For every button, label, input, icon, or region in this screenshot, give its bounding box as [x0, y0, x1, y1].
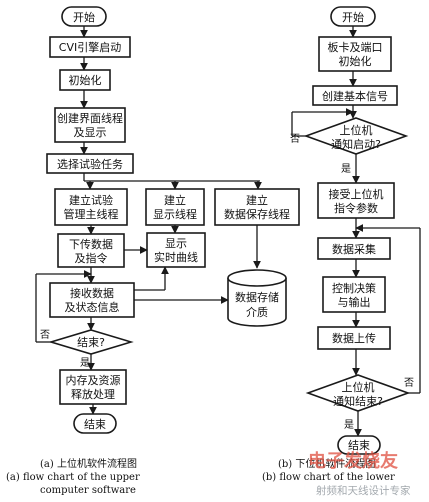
left-receive-text-1: 接收数据 [70, 286, 114, 300]
left-create-ui-text-1: 创建界面线程 [57, 111, 123, 125]
right-basic-signal-text: 创建基本信号 [322, 89, 388, 103]
right-caption-en: (b) flow chart of the lower [262, 472, 395, 483]
left-select-task-text: 选择试验任务 [57, 157, 123, 171]
left-select-task-box [46, 153, 134, 174]
left-display-thread-text-1: 建立 [164, 193, 186, 207]
watermark-brand: 电子发烧友 [308, 450, 398, 472]
left-end-text: 结束 [84, 418, 106, 431]
right-receive-cmd-box [317, 182, 395, 219]
left-start-text: 开始 [73, 10, 95, 24]
left-main-thread-text-2: 管理主线程 [64, 207, 119, 221]
left-release-text-2: 释放处理 [71, 387, 115, 401]
left-save-thread-box [214, 188, 300, 226]
left-send-text-1: 下传数据 [69, 237, 113, 251]
right-end-terminal [337, 435, 381, 455]
right-start-decision-text-1: 上位机 [340, 123, 373, 137]
left-receive-box [49, 282, 135, 318]
right-end-text: 结束 [348, 439, 370, 452]
left-send-text-2: 及指令 [75, 251, 108, 265]
left-flowchart: 开始 CVI引擎启动 初始化 创建界面线程 及显示 选择试验任务 建立试验 管理… [6, 6, 300, 496]
right-yes2-label: 是 [344, 419, 354, 431]
right-end-decision-text-1: 上位机 [342, 380, 375, 394]
left-create-ui-box [54, 107, 126, 143]
right-start-text: 开始 [342, 10, 364, 24]
right-caption-cn: (b) 下位机软件流程图 [278, 457, 375, 470]
left-storage-cylinder [227, 269, 287, 327]
right-acquire-box [317, 237, 391, 260]
left-caption-cn: (a) 上位机软件流程图 [40, 457, 137, 470]
left-caption-en-1: (a) flow chart of the upper [6, 472, 140, 483]
watermark-site: 射频和天线设计专家 [316, 484, 411, 497]
right-control-box [322, 276, 386, 313]
left-main-thread-text-1: 建立试验 [69, 193, 113, 207]
left-yes-label: 是 [80, 357, 90, 369]
left-no-label: 否 [40, 329, 50, 341]
left-storage-text-1: 数据存储 [235, 290, 279, 304]
left-release-text-1: 内存及资源 [66, 373, 121, 387]
right-basic-signal-box [312, 85, 398, 106]
left-save-thread-text-2: 数据保存线程 [224, 207, 290, 221]
left-end-decision-text: 结束? [77, 336, 105, 349]
right-yes-label: 是 [341, 163, 351, 175]
right-board-text-1: 板卡及端口 [328, 40, 383, 54]
right-control-text-1: 控制决策 [332, 281, 376, 295]
right-receive-cmd-text-2: 指令参数 [334, 201, 378, 215]
left-display-thread-text-2: 显示线程 [153, 207, 197, 221]
left-cvi-text: CVI引擎启动 [59, 40, 121, 54]
left-init-box [59, 69, 111, 91]
watermark: 电子发烧友 射频和天线设计专家 [308, 450, 411, 497]
left-cvi-box [49, 36, 131, 58]
right-upload-box [317, 326, 391, 350]
left-show-curve-text-2: 实时曲线 [154, 250, 198, 264]
left-show-curve-box [146, 232, 206, 268]
left-create-ui-text-2: 及显示 [74, 126, 107, 139]
right-no2-label: 否 [404, 377, 414, 389]
left-caption-en-2: computer software [40, 485, 136, 496]
right-control-text-2: 与输出 [338, 295, 371, 309]
left-display-thread-box [145, 188, 205, 226]
right-no-label: 否 [290, 133, 300, 145]
right-end-decision-text-2: 通知结束? [333, 394, 383, 408]
right-board-text-2: 初始化 [339, 54, 372, 68]
right-receive-cmd-text-1: 接受上位机 [329, 187, 384, 201]
right-flowchart: 开始 板卡及端口 初始化 创建基本信号 上位机 通知启动? 否 是 接受上位机 … [262, 6, 421, 483]
left-end-terminal [73, 413, 117, 434]
right-acquire-text: 数据采集 [332, 242, 376, 256]
right-board-box [318, 36, 392, 72]
left-show-curve-text-1: 显示 [165, 237, 187, 250]
left-init-text: 初始化 [69, 73, 102, 87]
left-storage-text-2: 介质 [246, 306, 268, 319]
right-upload-text: 数据上传 [332, 331, 376, 345]
left-save-thread-text-1: 建立 [246, 193, 268, 207]
left-receive-text-2: 及状态信息 [65, 300, 120, 314]
right-start-decision-text-2: 通知启动? [331, 137, 381, 151]
